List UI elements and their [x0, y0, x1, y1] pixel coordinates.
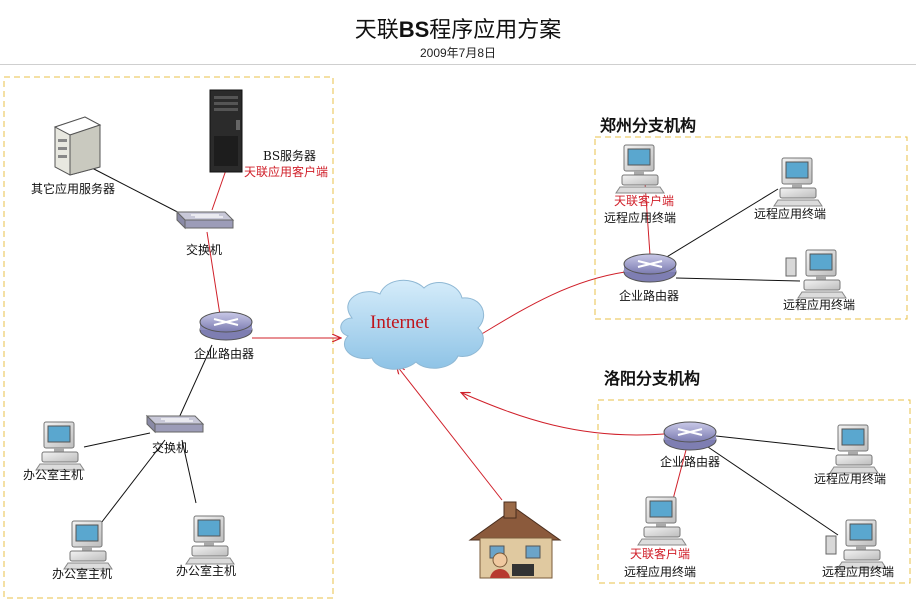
other-server-label: 其它应用服务器 [31, 182, 116, 196]
ly-terminal-2-label: 远程应用终端 [624, 565, 697, 579]
link-ly-router-t1 [715, 435, 836, 450]
router-zz-icon [623, 253, 677, 283]
zz-printer-icon [785, 257, 797, 277]
bs-server-icon [209, 89, 243, 173]
bs-server-label: BS服务器 [263, 149, 317, 163]
link-switch-host2 [97, 439, 166, 528]
internet-cloud-icon [340, 279, 484, 370]
router-hq-icon [199, 311, 253, 341]
ly-terminal-pc-3-icon [837, 519, 887, 569]
title-divider [0, 64, 916, 65]
link-ly-router-client [671, 449, 687, 504]
ly-client-label: 天联客户端 [630, 547, 691, 561]
zz-terminal-pc-3-icon [797, 249, 847, 299]
router-hq-label: 企业路由器 [194, 347, 255, 361]
office-pc-2-icon [63, 520, 113, 570]
office-host-2-label: 办公室主机 [52, 567, 113, 581]
home-user-icon [468, 501, 562, 579]
link-ly-internet [462, 393, 665, 436]
zz-terminal-3-label: 远程应用终端 [783, 298, 856, 312]
link-switch-host1 [83, 432, 151, 448]
link-zz-client-router [644, 182, 651, 256]
ly-terminal-pc-1-icon [829, 424, 879, 474]
ly-client-pc-icon [637, 496, 687, 546]
link-router-switch [177, 344, 213, 421]
link-zz-router-t2 [664, 188, 779, 259]
switch-bottom-icon [146, 415, 204, 433]
zhengzhou-title: 郑州分支机构 [600, 116, 697, 135]
ly-printer-icon [825, 535, 837, 555]
zz-terminal-1-label: 远程应用终端 [604, 211, 677, 225]
page-date: 2009年7月8日 [419, 46, 497, 60]
page-title: 天联BS程序应用方案 [354, 17, 562, 43]
router-ly-icon [663, 421, 717, 451]
link-switch-host3 [181, 439, 197, 504]
ly-router-label: 企业路由器 [660, 455, 721, 469]
link-switch-router [206, 231, 221, 316]
office-host-3-label: 办公室主机 [176, 564, 237, 578]
ly-terminal-1-label: 远程应用终端 [814, 472, 887, 486]
zhengzhou-region-box [594, 136, 908, 320]
zz-terminal-pc-2-icon [773, 157, 823, 207]
other-server-icon [53, 116, 102, 176]
office-pc-1-icon [35, 421, 85, 471]
switch-bottom-label: 交换机 [152, 441, 189, 455]
zz-client-pc-icon [615, 144, 665, 194]
switch-top-icon [176, 211, 234, 229]
zz-router-label: 企业路由器 [619, 289, 680, 303]
luoyang-region-box [597, 399, 911, 584]
link-ly-router-t3 [704, 444, 839, 536]
luoyang-title: 洛阳分支机构 [604, 369, 701, 388]
zz-terminal-2-label: 远程应用终端 [754, 207, 827, 221]
office-host-1-label: 办公室主机 [23, 468, 84, 482]
hq-region-box [3, 76, 334, 599]
zz-client-label: 天联客户端 [614, 194, 675, 208]
link-zz-internet [468, 271, 626, 342]
ly-terminal-3-label: 远程应用终端 [822, 565, 895, 579]
link-bs-switch [211, 169, 227, 211]
office-pc-3-icon [185, 515, 235, 565]
switch-top-label: 交换机 [186, 243, 223, 257]
internet-label: Internet [370, 312, 430, 333]
link-zz-router-t3 [675, 277, 801, 282]
link-home-internet [397, 366, 503, 501]
bs-client-label: 天联应用客户端 [244, 165, 329, 179]
